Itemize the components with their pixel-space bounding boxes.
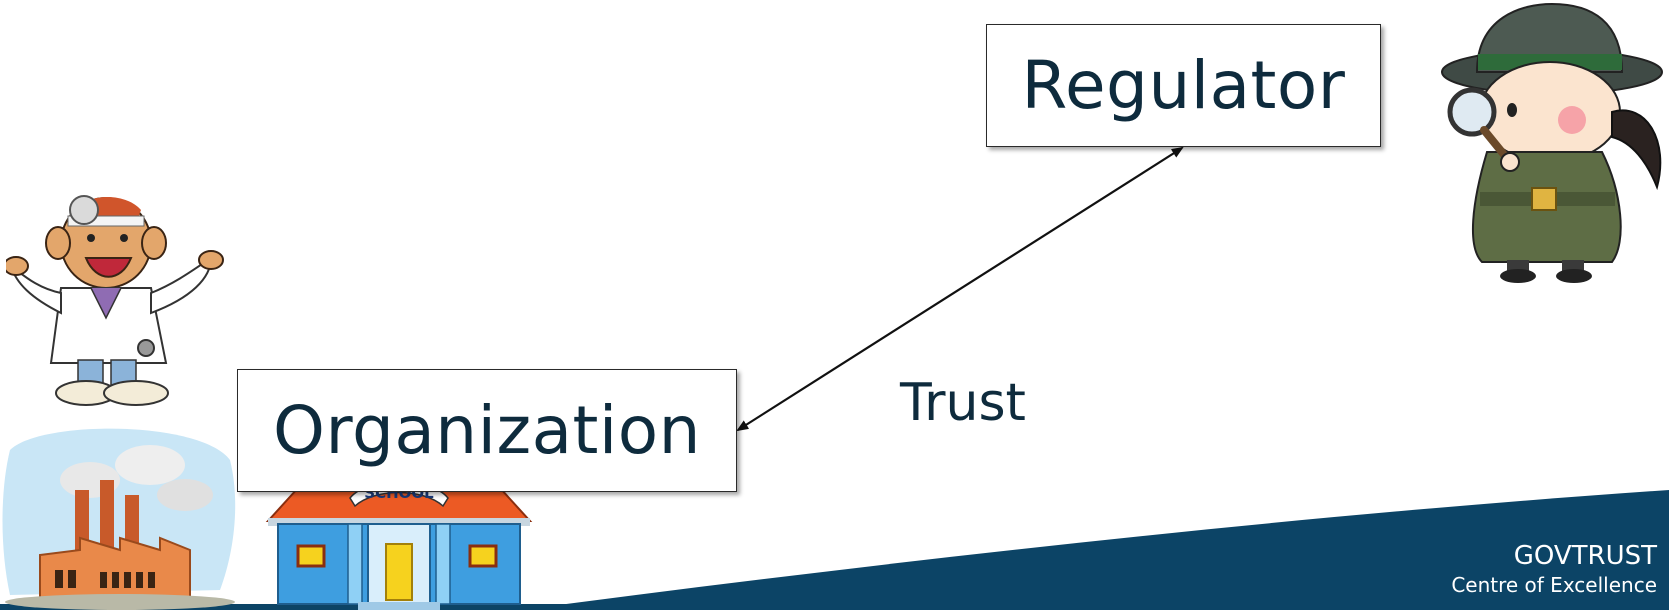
footer-band — [520, 490, 1669, 610]
doctor-icon — [6, 195, 224, 406]
organization-label: Organization — [273, 392, 701, 469]
brand-name: GOVTRUST — [1513, 541, 1657, 571]
brand-tagline: Centre of Excellence — [1451, 573, 1657, 597]
footer-brand: GOVTRUST Centre of Excellence — [1451, 541, 1657, 599]
trust-edge-label: Trust — [900, 373, 1026, 433]
factory-icon — [2, 428, 236, 610]
detective-icon — [1441, 2, 1663, 283]
regulator-node: Regulator — [986, 24, 1381, 147]
regulator-label: Regulator — [1021, 47, 1346, 124]
trust-arrow — [736, 146, 1184, 432]
organization-node: Organization — [237, 369, 737, 492]
